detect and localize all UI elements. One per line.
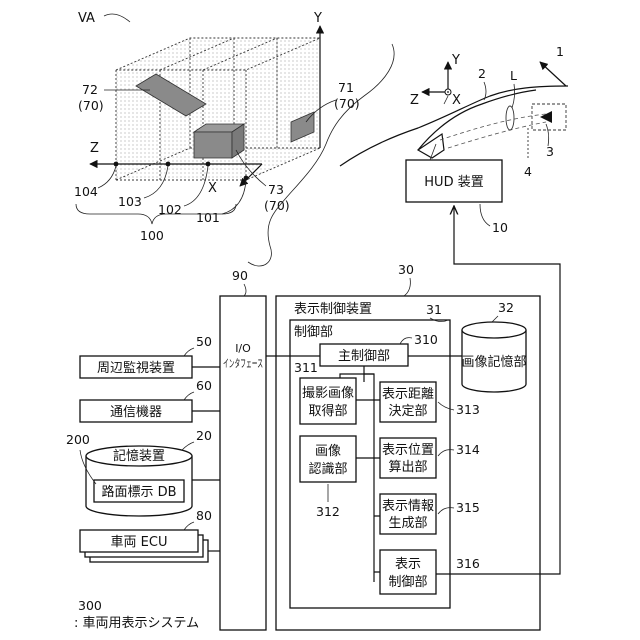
main-control-ref: 310 [414,332,438,347]
image-memory-label: 画像記憶部 [461,354,526,370]
x-axis-label: X [208,181,217,196]
device-80-ref: 80 [196,508,212,523]
storage-ref-200: 200 [66,432,90,447]
va-label: VA [78,11,95,26]
device-60-ref: 60 [196,378,212,393]
module-311-line2: 取得部 [308,403,347,419]
module-314-ref: 314 [456,442,480,457]
module-315-ref: 315 [456,500,480,515]
ref-70-a: (70) [78,98,104,113]
main-control-label: 主制御部 [338,349,390,364]
io-label-2: インタフェース [223,357,263,370]
device-50-label: 周辺監視装置 [97,360,175,376]
lens-L [506,106,514,130]
module-315-line1: 表示情報 [382,499,434,514]
module-313-ref: 313 [456,402,480,417]
module-316-ref: 316 [456,556,480,571]
system-caption: : 車両用表示システム [74,616,199,631]
device-20-ref: 20 [196,428,212,443]
ref-70-c: (70) [264,198,290,213]
device-80-label: 車両 ECU [111,535,168,550]
ref-1: 1 [556,44,564,59]
device-20-label: 記憶装置 [113,448,165,464]
ref-104: 104 [74,184,98,199]
control-unit-title: 制御部 [294,325,333,340]
ref-L: L [510,68,517,83]
virtual-area-diagram: VA Y Z X [74,11,360,243]
vehicle-axis-x: X [452,93,461,108]
ref-103: 103 [118,194,142,209]
light-path-L [440,114,546,140]
ref-72: 72 [82,82,98,97]
point-103 [166,162,171,167]
ref-4: 4 [524,164,532,179]
io-ref: 90 [232,268,248,283]
ref-71: 71 [338,80,354,95]
module-314-line2: 算出部 [388,460,427,475]
module-311-line1: 撮影画像 [302,385,354,401]
display-controller-ref: 30 [398,262,414,277]
vehicle-axis-y: Y [451,53,460,68]
ref-10: 10 [492,220,508,235]
system-ref-300: 300 [78,598,102,613]
ref-2: 2 [478,66,486,81]
module-313-line1: 表示距離 [382,387,434,402]
ref-70-b: (70) [334,96,360,111]
device-60-label: 通信機器 [110,405,162,420]
z-axis-label: Z [90,141,99,156]
io-label-1: I/O [235,342,251,355]
ref-3: 3 [546,144,554,159]
device-50-ref: 50 [196,334,212,349]
image-memory-ref: 32 [498,300,514,315]
va-leader [104,14,130,22]
control-unit-ref: 31 [426,302,442,317]
eye-icon [540,111,552,123]
y-axis-label: Y [313,11,322,26]
light-path-L-2 [448,122,546,148]
point-101 [244,176,249,181]
module-312-line2: 認識部 [308,461,347,477]
system-block-diagram: 30 表示制御装置 制御部 31 主制御部 310 撮影画像 取得部 311 画… [66,206,560,631]
module-311-ref: 311 [294,360,318,375]
ref-100: 100 [140,228,164,243]
module-315-line2: 生成部 [388,516,427,531]
ref-101: 101 [196,210,220,225]
module-314-line1: 表示位置 [382,443,434,458]
module-312-ref: 312 [316,504,340,519]
point-104 [114,162,119,167]
module-316-line1: 表示 [395,557,421,572]
point-102 [206,162,211,167]
vehicle-axis-z: Z [410,93,419,108]
hud-device-label: HUD 装置 [424,175,483,190]
module-313-line2: 決定部 [388,404,427,419]
module-316-line2: 制御部 [388,575,427,590]
virtual-image-73 [194,124,244,158]
module-312-line1: 画像 [315,444,341,459]
road-marking-db-label: 路面標示 DB [101,484,176,500]
display-controller-title: 表示制御装置 [294,302,372,317]
ref-73: 73 [268,182,284,197]
